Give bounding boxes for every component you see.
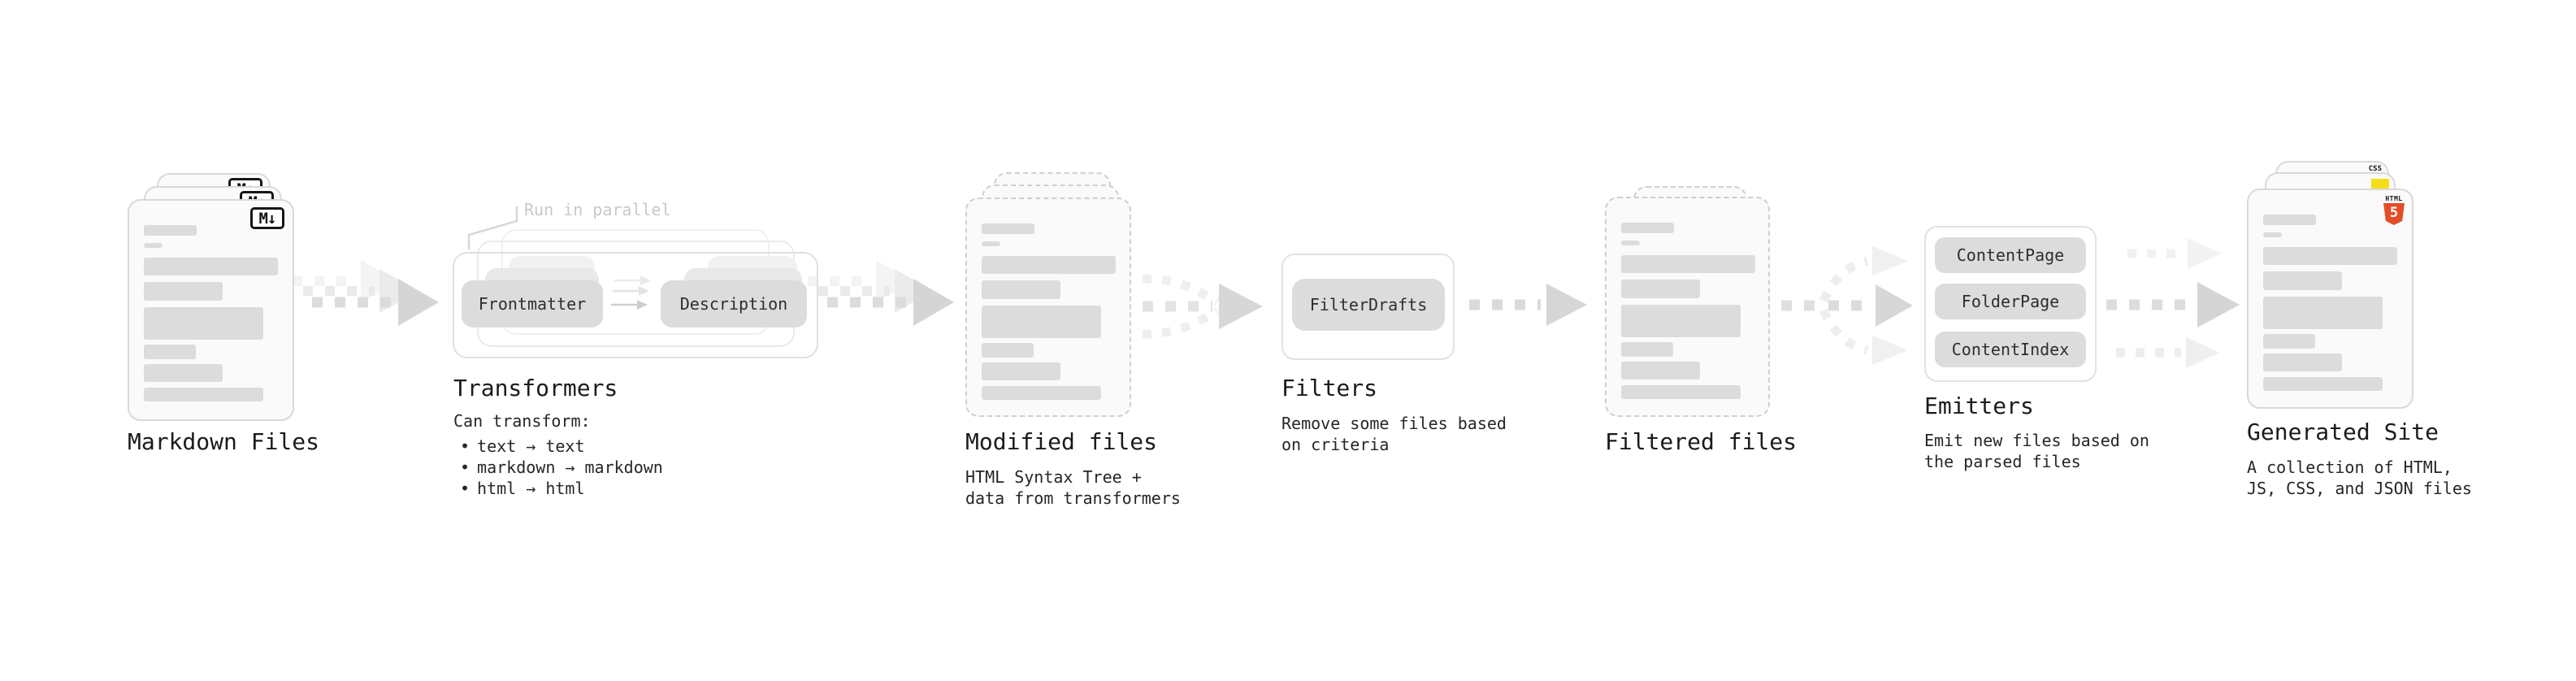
text-line-bar [2263, 215, 2316, 225]
arrow-markdown-to-transformers-icon [293, 260, 439, 326]
arrow-filters-to-filtered-icon [1469, 284, 1587, 326]
js-icon [2371, 179, 2389, 189]
text-line-bar [144, 307, 263, 340]
transformer-description-pill: Description [661, 280, 807, 327]
text-line-bar [1621, 305, 1741, 337]
desc-line: A collection of HTML, [2247, 458, 2452, 477]
bullet-item: • html → html [460, 478, 663, 499]
bullet-marker: • [460, 479, 471, 498]
generated-site-desc: A collection of HTML, JS, CSS, and JSON … [2247, 457, 2472, 499]
text-line-bar [2263, 377, 2383, 391]
transformers-bullet-list: • text → text • markdown → markdown • html … [460, 436, 663, 499]
text-line-bar [982, 306, 1101, 338]
text-line-bar [1621, 342, 1673, 357]
emitter-contentpage-pill: ContentPage [1935, 237, 2086, 273]
text-line-bar [1621, 255, 1755, 273]
text-line-bar [144, 345, 196, 359]
emitters-desc: Emit new files based on the parsed files [1924, 430, 2149, 472]
text-line-bar [2263, 232, 2282, 237]
stage-label-filters: Filters [1281, 375, 1378, 401]
text-line-bar [982, 256, 1116, 274]
bullet-text: text → text [477, 436, 585, 456]
transformer-frontmatter-pill: Frontmatter [462, 280, 603, 327]
text-line-bar [144, 243, 163, 248]
modified-files-desc: HTML Syntax Tree + data from transformer… [965, 466, 1181, 509]
transformer-group-box-front [453, 252, 818, 358]
bullet-item: • text → text [460, 436, 663, 457]
text-line-bar [144, 282, 223, 301]
text-line-bar [144, 388, 263, 401]
desc-line: HTML Syntax Tree + [965, 467, 1142, 487]
filter-filterdrafts-pill: FilterDrafts [1292, 279, 1445, 331]
text-line-bar [144, 225, 197, 236]
text-line-bar [1621, 385, 1741, 399]
desc-line: JS, CSS, and JSON files [2247, 479, 2472, 498]
html5-shield: 5 [2383, 203, 2405, 225]
modified-file-card-front [965, 197, 1131, 417]
text-line-bar [2263, 297, 2383, 329]
arrow-emitters-to-site-icon [2106, 238, 2240, 368]
bullet-text: html → html [477, 479, 585, 498]
stage-label-modified-files: Modified files [965, 428, 1158, 455]
bullet-item: • markdown → markdown [460, 457, 663, 478]
text-line-bar [144, 364, 223, 382]
text-line-bar [1621, 362, 1700, 380]
run-in-parallel-annotation: Run in parallel [524, 200, 671, 219]
text-line-bar [1621, 241, 1640, 245]
text-line-bar [982, 223, 1034, 234]
bullet-text: markdown → markdown [477, 458, 663, 477]
html5-icon: HTML 5 [2383, 195, 2405, 225]
stage-label-transformers: Transformers [453, 375, 618, 401]
arrow-modified-to-filters-icon [1142, 274, 1263, 339]
arrow-transformers-to-modified-icon [808, 260, 954, 326]
text-line-bar [2263, 247, 2397, 265]
site-file-card-html: HTML 5 [2247, 189, 2413, 409]
html5-word: HTML [2385, 195, 2403, 202]
desc-line: data from transformers [965, 488, 1181, 508]
text-line-bar [1621, 223, 1674, 233]
transformers-desc-title: Can transform: [453, 411, 591, 431]
filtered-file-card-front [1605, 197, 1770, 417]
text-line-bar [2263, 354, 2342, 371]
text-line-bar [2263, 271, 2342, 290]
stage-label-generated-site: Generated Site [2247, 419, 2439, 445]
text-line-bar [982, 241, 1000, 246]
text-line-bar [2263, 334, 2315, 349]
text-line-bar [982, 362, 1060, 380]
desc-line: Remove some files based [1281, 414, 1507, 433]
desc-line: Emit new files based on [1924, 431, 2149, 450]
emitter-folderpage-pill: FolderPage [1935, 284, 2086, 319]
desc-line: the parsed files [1924, 452, 2081, 471]
text-line-bar [982, 386, 1101, 400]
emitter-contentindex-pill: ContentIndex [1935, 332, 2086, 367]
text-line-bar [982, 280, 1060, 299]
text-line-bar [1621, 280, 1700, 298]
text-line-bar [982, 343, 1034, 358]
desc-line: on criteria [1281, 435, 1390, 454]
bullet-marker: • [460, 436, 471, 456]
stage-label-emitters: Emitters [1924, 393, 2034, 419]
stage-label-filtered-files: Filtered files [1605, 428, 1798, 455]
bullet-marker: • [460, 458, 471, 477]
text-line-bar [144, 258, 278, 275]
markdown-icon: M↓ [250, 207, 284, 229]
markdown-file-card-front: M↓ [128, 199, 294, 421]
filters-desc: Remove some files based on criteria [1281, 413, 1507, 455]
stage-label-markdown-files: Markdown Files [128, 428, 320, 455]
arrow-filtered-to-emitters-icon [1781, 246, 1913, 365]
